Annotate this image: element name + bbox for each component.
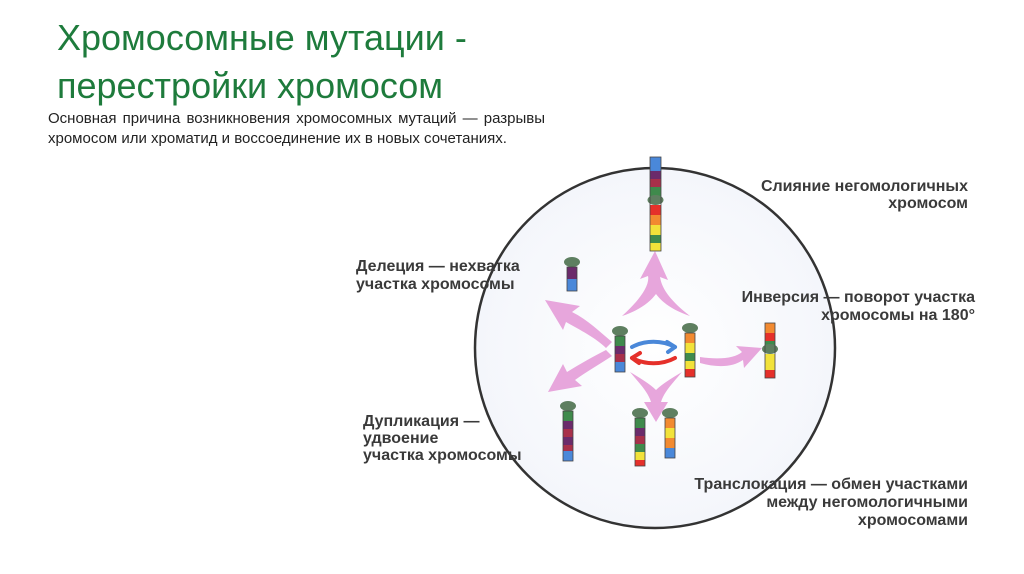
arrow-duplication (548, 350, 612, 392)
title-line-2: перестройки хромосом (57, 65, 444, 106)
label-inversion-line-1: Инверсия — поворот участка (742, 289, 976, 306)
label-translocation-line-3: хромосомами (858, 512, 968, 529)
chromosome-fusion (647, 156, 664, 252)
label-duplication-line-3: участка хромосомы (363, 447, 522, 464)
chromosome-duplication (560, 401, 576, 462)
label-translocation-line-2: между негомологичными (766, 494, 968, 511)
label-translocation-line-1: Транслокация — обмен участками (694, 476, 968, 493)
chromosome-translocation-right (662, 408, 678, 459)
label-translocation: Транслокация — обмен участками между нег… (694, 476, 968, 529)
arrow-translocation (630, 372, 682, 422)
label-deletion-line-1: Делеция — нехватка (356, 258, 520, 275)
chromosome-deletion (564, 257, 580, 292)
arrows-group (545, 251, 762, 422)
label-fusion: Слияние негомологичных хромосом (761, 178, 968, 212)
chromosome-inversion (762, 322, 778, 379)
chromosome-center-left (612, 326, 628, 373)
label-inversion-line-2: хромосомы на 180° (821, 307, 975, 324)
label-deletion-line-2: участка хромосомы (356, 276, 515, 293)
intro-text: Основная причина возникновения хромосомн… (48, 110, 545, 147)
arrow-inversion (700, 346, 762, 368)
chromosome-translocation-left (632, 408, 648, 467)
title-line-1: Хромосомные мутации - (57, 17, 467, 58)
arrow-deletion (545, 300, 612, 348)
label-duplication-line-2: удвоение (363, 430, 438, 447)
label-fusion-line-2: хромосом (888, 195, 968, 212)
chromosome-center-right (682, 323, 698, 378)
label-fusion-line-1: Слияние негомологичных (761, 178, 968, 195)
label-duplication-line-1: Дупликация — (363, 413, 480, 430)
label-duplication: Дупликация — удвоение участка хромосомы (363, 413, 522, 464)
arrow-up-fusion (622, 251, 690, 316)
exchange-arrows (630, 339, 677, 366)
label-deletion: Делеция — нехватка участка хромосомы (356, 258, 520, 293)
label-inversion: Инверсия — поворот участка хромосомы на … (742, 289, 976, 324)
page-title: Хромосомные мутации - перестройки хромос… (57, 14, 677, 110)
